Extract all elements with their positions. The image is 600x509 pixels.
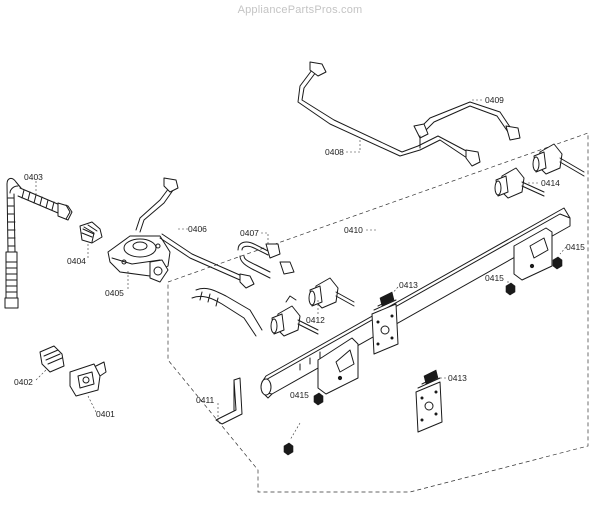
- bracket-0401[interactable]: [69, 361, 107, 397]
- pressure-regulator-0405[interactable]: [107, 235, 171, 283]
- fitting-0404[interactable]: [79, 221, 103, 244]
- callout-0413-lower: 0413: [448, 373, 467, 383]
- leader-0407: [261, 232, 269, 244]
- callout-0408: 0408: [325, 147, 344, 157]
- callout-0412: 0412: [306, 315, 325, 325]
- callout-0415-right: 0415: [566, 242, 585, 252]
- leader-0415c: [289, 422, 301, 441]
- valve-0414-b[interactable]: [532, 143, 585, 177]
- callout-0415-middle: 0415: [485, 273, 504, 283]
- callout-0402: 0402: [14, 377, 33, 387]
- leader-0415a: [559, 246, 567, 255]
- bracket-left: [317, 337, 359, 395]
- leader-0408: [346, 140, 361, 153]
- gas-hose-0403[interactable]: [4, 177, 73, 309]
- callout-0405: 0405: [105, 288, 124, 298]
- callout-0403: 0403: [24, 172, 43, 182]
- valve-0414-a[interactable]: [494, 167, 545, 199]
- callout-0415-left: 0415: [290, 390, 309, 400]
- callout-0413-upper: 0413: [399, 280, 418, 290]
- leader-0401: [87, 395, 97, 413]
- callout-0401: 0401: [96, 409, 115, 419]
- valve-0412-b[interactable]: [308, 277, 355, 309]
- callout-0409: 0409: [485, 95, 504, 105]
- callout-0414: 0414: [541, 178, 560, 188]
- switch-board-0413-b[interactable]: [415, 369, 443, 433]
- callout-0406: 0406: [188, 224, 207, 234]
- callout-0407: 0407: [240, 228, 259, 238]
- assembly-frame: [167, 132, 589, 493]
- switch-board-0413-a[interactable]: [371, 291, 399, 355]
- leader-0402: [35, 369, 47, 381]
- bracket-0411[interactable]: [191, 287, 263, 425]
- callout-0411: 0411: [196, 395, 215, 405]
- bracket-right: [513, 227, 553, 281]
- fitting-0402[interactable]: [39, 345, 65, 373]
- nut-0415-d[interactable]: [283, 442, 294, 456]
- gas-tube-0408[interactable]: [297, 61, 481, 167]
- nut-0415-c[interactable]: [313, 392, 324, 406]
- watermark: AppliancePartsPros.com: [237, 4, 363, 16]
- gas-tube-loop-0407[interactable]: [237, 241, 295, 279]
- callout-0404: 0404: [67, 256, 86, 266]
- gas-tube-0406[interactable]: [135, 177, 255, 289]
- nut-0415-a[interactable]: [552, 256, 563, 270]
- gas-tube-0409[interactable]: [413, 101, 521, 149]
- nut-0415-b[interactable]: [505, 282, 516, 296]
- valve-0412-a[interactable]: [270, 295, 319, 337]
- callout-0410: 0410: [344, 225, 363, 235]
- manifold-bar-0410[interactable]: [260, 207, 571, 399]
